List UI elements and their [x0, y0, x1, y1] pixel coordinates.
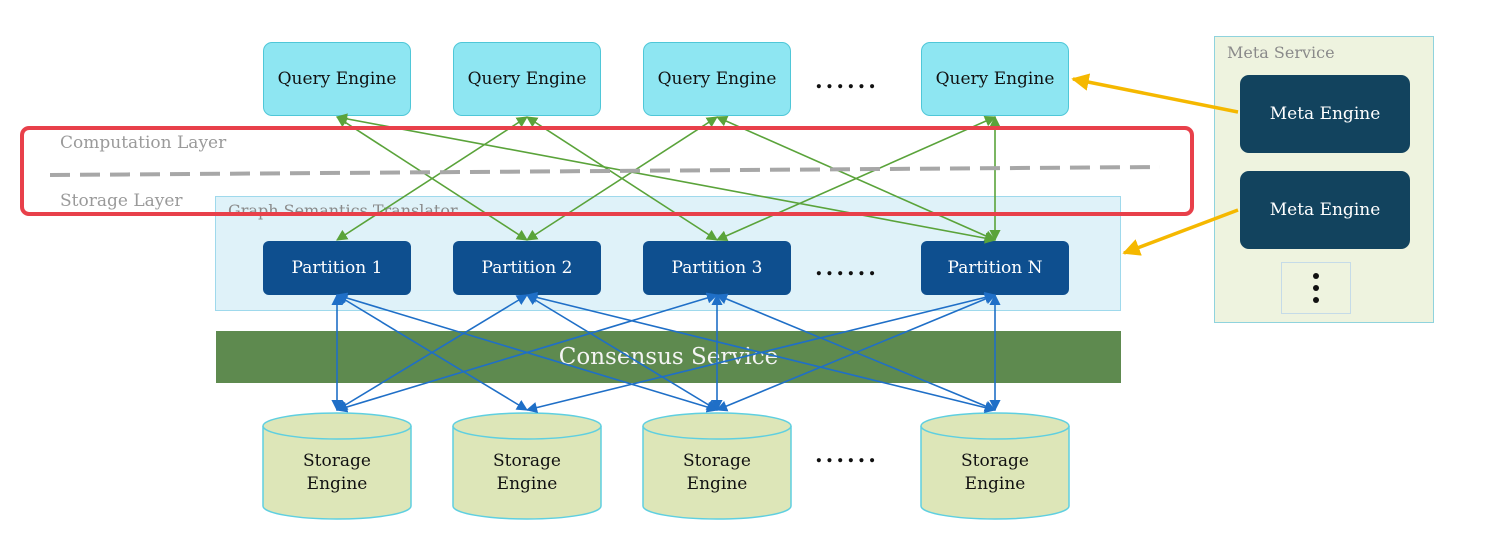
storage-engine-label-line1: Storage	[683, 451, 751, 471]
storage-engine-label-line2: Engine	[496, 474, 558, 494]
storage-engine-label-line1: Storage	[303, 451, 371, 471]
cylinder-icon	[642, 412, 792, 520]
meta-engine-more	[1281, 262, 1351, 314]
storage-layer-label: Storage Layer	[60, 191, 183, 211]
storage-engine-label-line1: Storage	[493, 451, 561, 471]
storage-engine-ellipsis: ......	[815, 442, 879, 468]
computation-layer-label: Computation Layer	[60, 133, 227, 153]
meta-service: Meta Service Meta Engine Meta Engine	[1214, 36, 1434, 323]
partition-2: Partition 2	[453, 241, 601, 295]
storage-engine-label-line1: Storage	[961, 451, 1029, 471]
storage-engine-label-line2: Engine	[686, 474, 748, 494]
query-engine-3: Query Engine	[643, 42, 791, 116]
meta-engine-2: Meta Engine	[1240, 171, 1410, 249]
storage-engine-label-line2: Engine	[306, 474, 368, 494]
cylinder-icon	[920, 412, 1070, 520]
layer-divider-line	[50, 165, 1161, 177]
storage-engine-label-line2: Engine	[964, 474, 1026, 494]
partition-n: Partition N	[921, 241, 1069, 295]
query-engine-1: Query Engine	[263, 42, 411, 116]
meta-service-title: Meta Service	[1227, 43, 1335, 62]
consensus-service: Consensus Service	[216, 331, 1121, 383]
query-engine-n: Query Engine	[921, 42, 1069, 116]
query-engine-2: Query Engine	[453, 42, 601, 116]
meta-engine-1: Meta Engine	[1240, 75, 1410, 153]
cylinder-icon	[262, 412, 412, 520]
query-engine-ellipsis: ......	[815, 68, 879, 94]
cylinder-icon	[452, 412, 602, 520]
partition-3: Partition 3	[643, 241, 791, 295]
vertical-ellipsis-icon	[1313, 273, 1319, 303]
partition-ellipsis: ......	[815, 255, 879, 281]
partition-1: Partition 1	[263, 241, 411, 295]
